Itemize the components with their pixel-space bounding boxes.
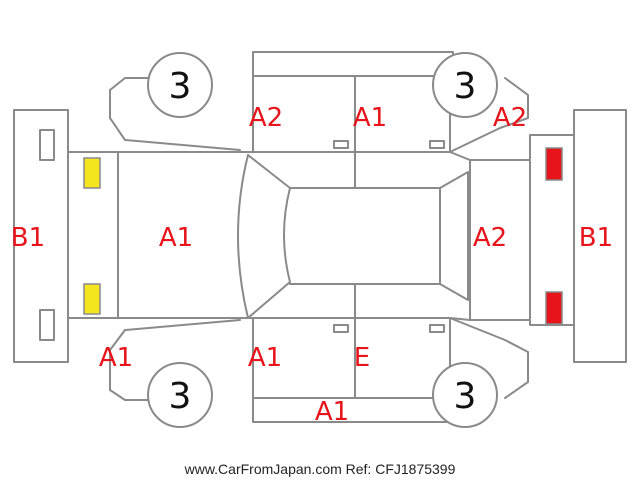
top-front-handle [333,140,349,149]
top-rear-outline [449,77,529,153]
wheels: 3 3 3 3 [147,52,498,428]
code-front-corner: A1 [99,343,133,373]
code-front-bumper: B1 [11,223,45,253]
front-light-upper [83,157,101,189]
front-bumper [13,109,69,363]
rear-panel [529,134,575,326]
wheel-rear-bottom-value: 3 [454,376,477,417]
bottom-front-upper [109,319,241,391]
wheel-front-bottom [147,362,213,428]
wheel-front-top-value: 3 [169,66,192,107]
bottom-front-outline [109,389,151,401]
bottom-sill [252,397,454,423]
bumpers [13,109,627,363]
front-light-lower [83,283,101,315]
wheel-front-bottom-value: 3 [169,376,192,417]
code-roof-front-right: A1 [353,103,387,133]
lights [83,147,563,325]
wheel-rear-bottom [432,362,498,428]
windshield-left [237,154,249,319]
bottom-front-handle [333,324,349,333]
code-rear-door-lower: E [354,343,370,373]
code-roof-front-left: A2 [249,103,283,133]
bottom-rear-handle [429,324,445,333]
code-front-door-lower: A1 [248,343,282,373]
rear-light-lower [545,291,563,325]
code-tailgate: A2 [473,223,507,253]
top-view-body [67,151,531,321]
code-rear-bumper: B1 [579,223,613,253]
wheel-front-top [147,52,213,118]
wheel-rear-top [432,52,498,118]
roof-panel [289,187,441,285]
rear-window [439,171,469,301]
top-rear-handle [429,140,445,149]
rear-light-upper [545,147,563,181]
top-roof-rail [252,51,454,77]
code-bottom-panel: A1 [315,397,349,427]
wheel-rear-top-value: 3 [454,66,477,107]
bottom-rear-outline [449,317,529,399]
code-roof-rear: A2 [493,103,527,133]
front-bumper-notch-top [39,129,55,161]
footer-reference: www.CarFromJapan.com Ref: CFJ1875399 [184,461,456,477]
front-bumper-notch-bottom [39,309,55,341]
top-front-lower [109,89,241,151]
top-front-outline [109,77,151,91]
damage-codes: A2 A1 A2 B1 B1 A1 A2 A1 A1 E A1 [11,103,613,427]
code-hood: A1 [159,223,193,253]
windshield [247,154,291,319]
